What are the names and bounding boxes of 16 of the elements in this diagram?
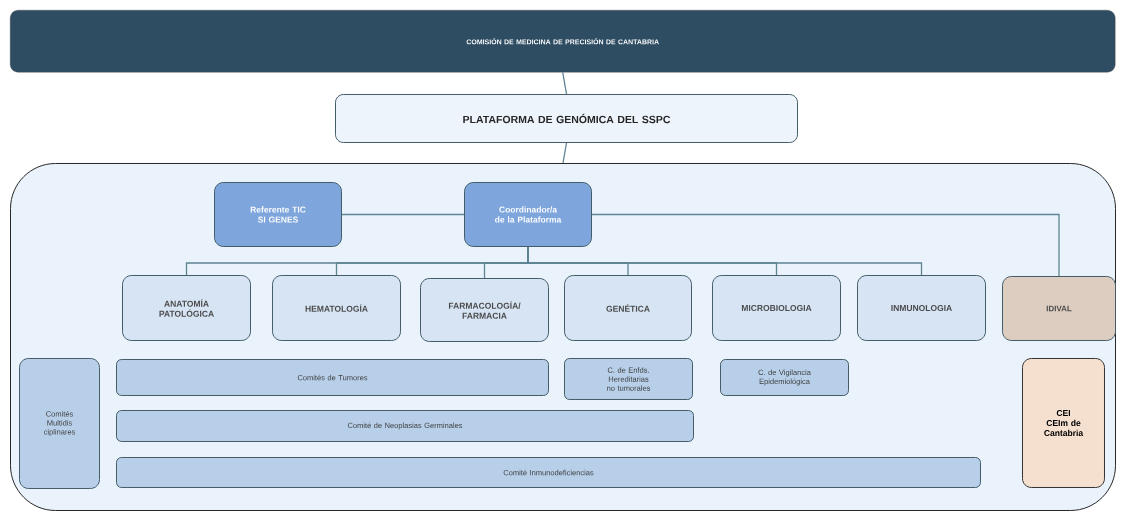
department-box: HEMATOLOGÍA [272, 275, 401, 341]
institute-box: IDIVAL [1002, 276, 1116, 341]
department-box: MICROBIOLOGIA [712, 275, 841, 341]
platform-box: PLATAFORMA DE GENÓMICA DEL SSPC [335, 94, 798, 143]
department-box: FARMACOLOGÍA/ FARMACIA [420, 278, 549, 342]
department-box: GENÉTICA [564, 275, 692, 341]
connector [527, 246, 923, 276]
connector [591, 213, 1060, 277]
connector [341, 213, 465, 216]
connector [562, 142, 568, 164]
connector [562, 71, 568, 95]
department-box: INMUNOLOGIA [857, 275, 986, 341]
department-box: ANATOMÍA PATOLÓGICA [122, 275, 251, 341]
role-box: Coordinador/a de la Plataforma [464, 182, 592, 247]
role-box: Referente TIC SI GENES [214, 182, 342, 247]
ethics-committee-box: CEI CEIm de Cantabria [1022, 358, 1105, 488]
